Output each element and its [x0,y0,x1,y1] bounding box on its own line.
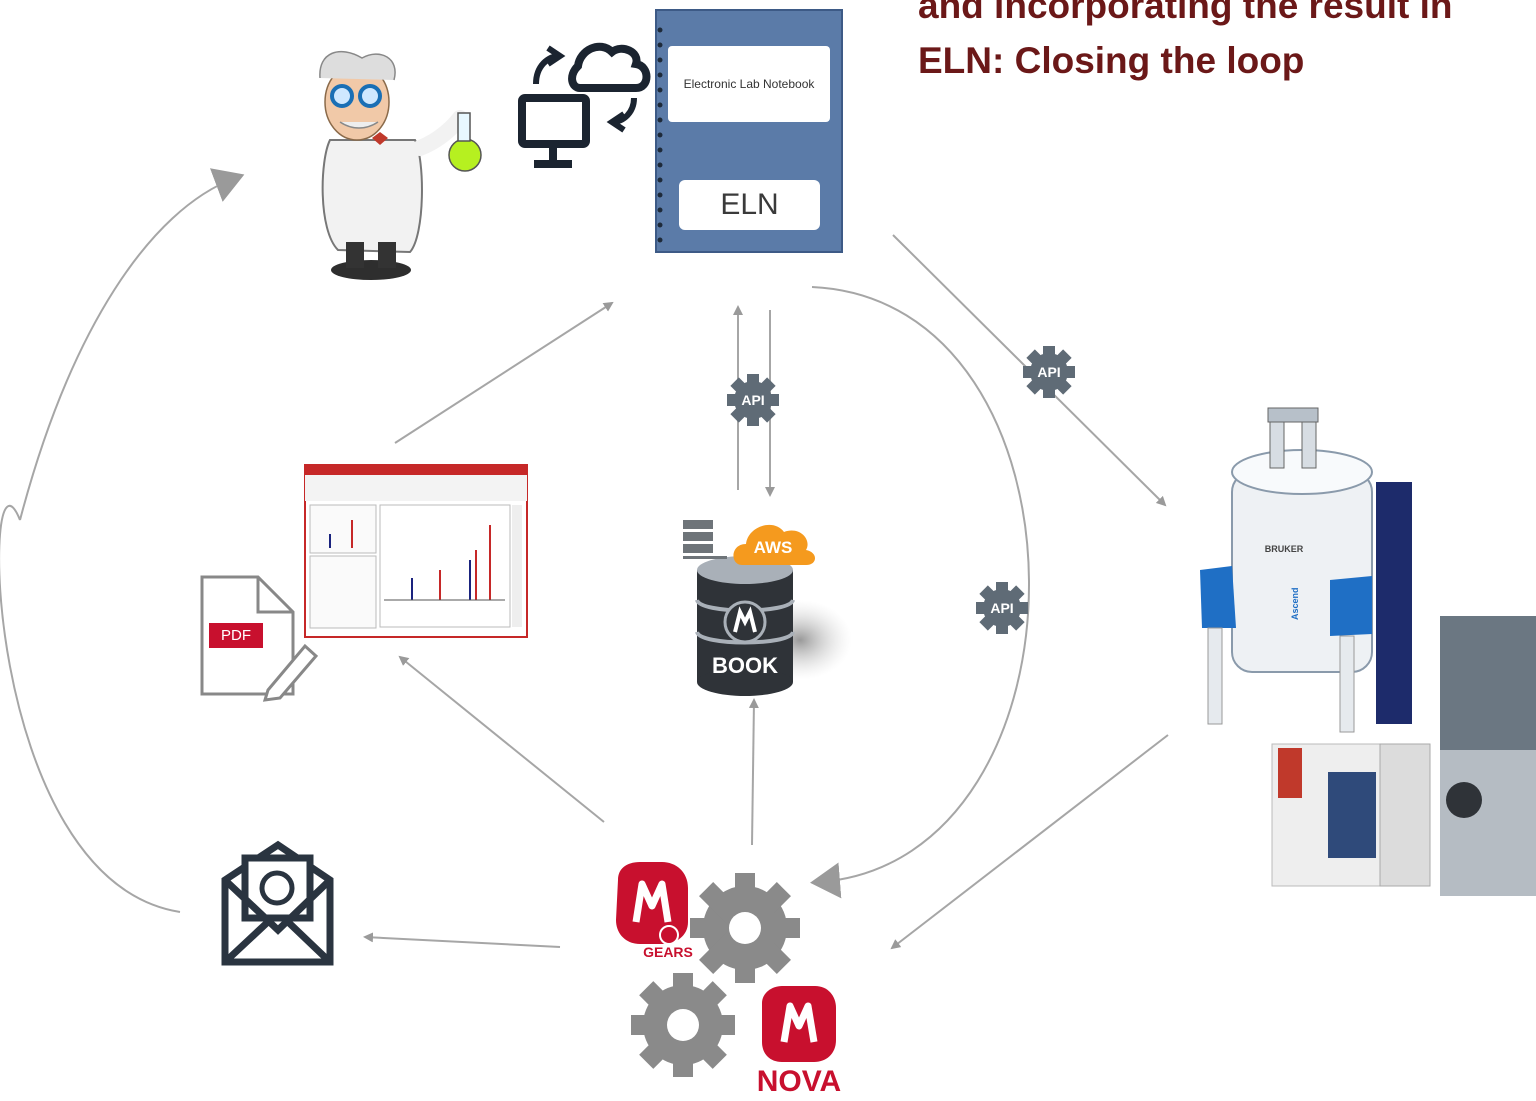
nmr-model-text: Ascend [1290,587,1300,620]
arrow-gears-to-book [748,698,759,846]
api-badge-eln-instrument: API [1021,344,1077,400]
cloud-sync-icon [518,42,651,168]
api-badge-eln-book: API [725,372,781,428]
arrow-instrument-to-gears [890,734,1169,950]
gears-label: GEARS [643,944,693,960]
eln-header-label: Electronic Lab Notebook [668,46,830,122]
api-badge-eln-gears: API [974,580,1030,636]
book-label: BOOK [712,653,778,678]
api-label: API [741,392,765,408]
flow-arrows [0,178,1169,950]
mbook-database-icon [695,556,852,696]
eln-cover-label: ELN [679,180,820,230]
mnova-logo [762,986,836,1062]
mgears-logo [616,862,688,945]
api-label: API [990,600,1014,616]
title-line-2: ELN: Closing the loop [918,40,1305,81]
bruker-label: BRUKER [1264,544,1304,554]
nova-label: NOVA [756,1065,842,1098]
arrow-eln-to-gears [810,286,1030,899]
gears-cluster [631,873,800,1077]
pdf-label: PDF [209,623,263,648]
title-line-1: and incorporating the result in [918,0,1453,26]
aws-cloud-icon [733,524,815,565]
email-icon [221,840,334,966]
arrow-report-to-eln [394,301,614,444]
arrow-email-to-scientist [0,178,235,913]
scientist-illustration [319,50,482,280]
arrow-gears-to-email [363,932,561,948]
api-label: API [1037,364,1061,380]
aws-label: AWS [753,538,793,557]
api-badges [727,346,1075,634]
server-icon [683,520,727,559]
diagram-title: and incorporating the result in ELN: Clo… [918,0,1536,88]
arrow-gears-to-report [398,655,605,823]
nmr-instrument-illustration: Ascend [1200,407,1536,896]
analysis-report-window [304,464,528,638]
